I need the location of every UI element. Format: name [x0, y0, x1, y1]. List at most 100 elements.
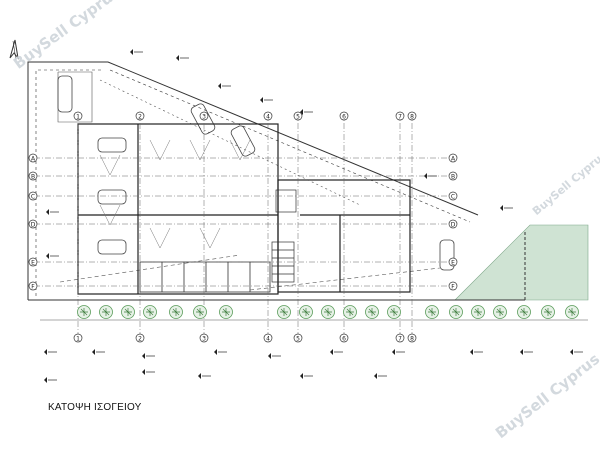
svg-text:B: B [451, 174, 455, 181]
grid-row-marker-b: B [28, 171, 38, 181]
level-marker [330, 349, 343, 355]
level-marker [44, 349, 57, 355]
level-marker [92, 349, 105, 355]
level-marker [570, 349, 583, 355]
parking-bays [99, 139, 251, 249]
grid-column-marker-6: 6 [339, 111, 349, 121]
svg-text:6: 6 [342, 114, 346, 121]
svg-text:A: A [31, 156, 36, 163]
level-marker [214, 349, 227, 355]
tree-icon [541, 305, 555, 319]
grid-row-marker-c: C [28, 191, 38, 201]
svg-text:E: E [31, 260, 35, 267]
level-marker [268, 353, 281, 359]
tree-icon [321, 305, 335, 319]
tree-icon [219, 305, 233, 319]
grid-row-marker-e: E [448, 257, 458, 267]
level-marker [300, 373, 313, 379]
tree-icon [299, 305, 313, 319]
level-marker [520, 349, 533, 355]
level-markers [44, 49, 583, 383]
svg-text:D: D [451, 222, 456, 229]
tree-icon [449, 305, 463, 319]
structural-grid [34, 112, 452, 340]
tree-icon [565, 305, 579, 319]
level-marker [46, 253, 59, 259]
level-marker [500, 205, 513, 211]
tree-icon [121, 305, 135, 319]
grid-row-marker-c: C [448, 191, 458, 201]
svg-text:3: 3 [202, 114, 206, 121]
tree-icon [169, 305, 183, 319]
grid-column-marker-7: 7 [395, 111, 405, 121]
svg-text:F: F [451, 284, 455, 291]
grid-column-marker-2: 2 [135, 111, 145, 121]
level-marker [142, 369, 155, 375]
tree-icon [493, 305, 507, 319]
tree-icon [193, 305, 207, 319]
svg-text:5: 5 [296, 336, 300, 343]
tree-icon [277, 305, 291, 319]
grid-column-marker-7: 7 [395, 333, 405, 343]
grid-row-marker-a: A [28, 153, 38, 163]
building-outline [77, 123, 411, 295]
tree-icon [99, 305, 113, 319]
level-marker [218, 83, 231, 89]
svg-text:6: 6 [342, 336, 346, 343]
tree-icon [387, 305, 401, 319]
driveway [57, 71, 441, 291]
grid-row-marker-e: E [28, 257, 38, 267]
level-marker [392, 349, 405, 355]
tree-icon [343, 305, 357, 319]
svg-text:A: A [451, 156, 456, 163]
grid-row-marker-d: D [28, 219, 38, 229]
level-marker [374, 373, 387, 379]
svg-text:D: D [31, 222, 36, 229]
tree-icon [143, 305, 157, 319]
svg-text:1: 1 [76, 336, 80, 343]
level-marker [300, 109, 313, 115]
level-marker [130, 49, 143, 55]
grid-row-marker-d: D [448, 219, 458, 229]
grid-column-marker-5: 5 [293, 333, 303, 343]
svg-text:C: C [451, 194, 455, 201]
stair-core [271, 189, 297, 283]
level-marker [142, 353, 155, 359]
street-trees [40, 305, 588, 321]
svg-text:4: 4 [266, 336, 270, 343]
level-marker [198, 373, 211, 379]
grid-row-marker-f: F [28, 281, 38, 291]
grid-column-marker-2: 2 [135, 333, 145, 343]
svg-text:4: 4 [266, 114, 270, 121]
tree-icon [425, 305, 439, 319]
parked-cars [57, 75, 455, 271]
drawing-title: ΚΑΤΟΨΗ ΙΣΟΓΕΙΟΥ [48, 402, 142, 413]
grid-row-marker-f: F [448, 281, 458, 291]
svg-text:C: C [31, 194, 35, 201]
grid-column-marker-3: 3 [199, 111, 209, 121]
tree-icon [517, 305, 531, 319]
grid-column-marker-4: 4 [263, 111, 273, 121]
svg-text:3: 3 [202, 336, 206, 343]
level-marker [470, 349, 483, 355]
grid-row-marker-a: A [448, 153, 458, 163]
level-marker [260, 97, 273, 103]
grid-column-marker-8: 8 [407, 333, 417, 343]
svg-text:7: 7 [398, 114, 402, 121]
north-arrow-icon [9, 39, 19, 61]
grid-row-marker-b: B [448, 171, 458, 181]
svg-text:8: 8 [410, 114, 414, 121]
level-marker [44, 377, 57, 383]
storage-rooms [139, 261, 271, 293]
svg-text:2: 2 [138, 114, 142, 121]
garden-area [454, 224, 589, 301]
svg-text:2: 2 [138, 336, 142, 343]
grid-column-marker-1: 1 [73, 111, 83, 121]
tree-icon [77, 305, 91, 319]
grid-column-marker-1: 1 [73, 333, 83, 343]
svg-text:E: E [451, 260, 455, 267]
level-marker [46, 209, 59, 215]
